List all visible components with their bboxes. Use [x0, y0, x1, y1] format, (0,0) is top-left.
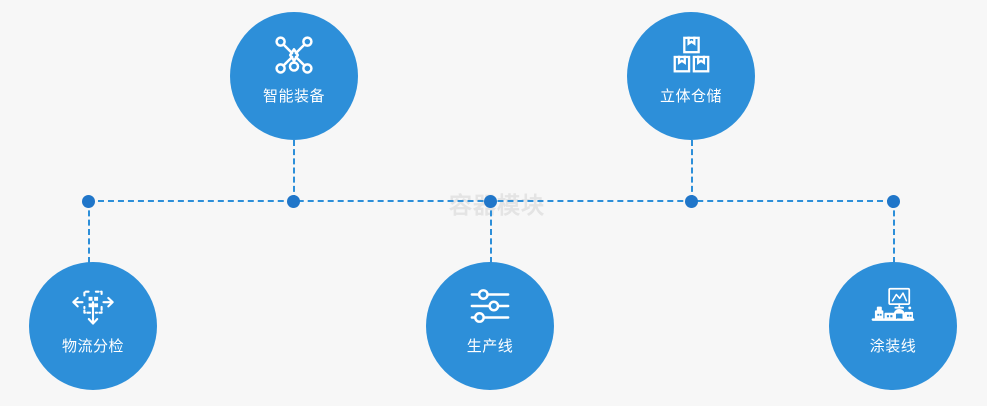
diagram-node-sort[interactable]: 物流分检: [29, 262, 157, 390]
connector-stem-equip: [293, 140, 295, 201]
junction-node-paint: [886, 194, 900, 208]
diagram-node-label: 涂装线: [869, 338, 917, 355]
diagram-node-paint[interactable]: 涂装线: [829, 262, 957, 390]
connector-stem-sort: [88, 201, 90, 263]
diagram-node-equip[interactable]: 智能装备: [230, 12, 358, 140]
junction-node-prod: [483, 194, 497, 208]
stacked-boxes-icon: [668, 34, 714, 78]
junction-node-sort: [81, 194, 95, 208]
network-nodes-icon: [271, 34, 317, 78]
diagram-node-prod[interactable]: 生产线: [426, 262, 554, 390]
diagram-node-ware[interactable]: 立体仓储: [627, 12, 755, 140]
diagram-node-label: 生产线: [466, 338, 514, 355]
connector-stem-prod: [490, 201, 492, 263]
watermark-text: 容器模块: [449, 192, 545, 218]
junction-node-ware: [684, 194, 698, 208]
connector-stem-ware: [691, 140, 693, 201]
diagram-node-label: 立体仓储: [659, 88, 722, 105]
sliders-icon: [467, 284, 513, 328]
machine-monitor-icon: [870, 284, 916, 328]
connector-stem-paint: [893, 201, 895, 263]
diagram-node-label: 智能装备: [262, 88, 325, 105]
sorting-arrows-icon: [70, 284, 116, 328]
diagram-node-label: 物流分检: [61, 338, 124, 355]
junction-node-equip: [286, 194, 300, 208]
